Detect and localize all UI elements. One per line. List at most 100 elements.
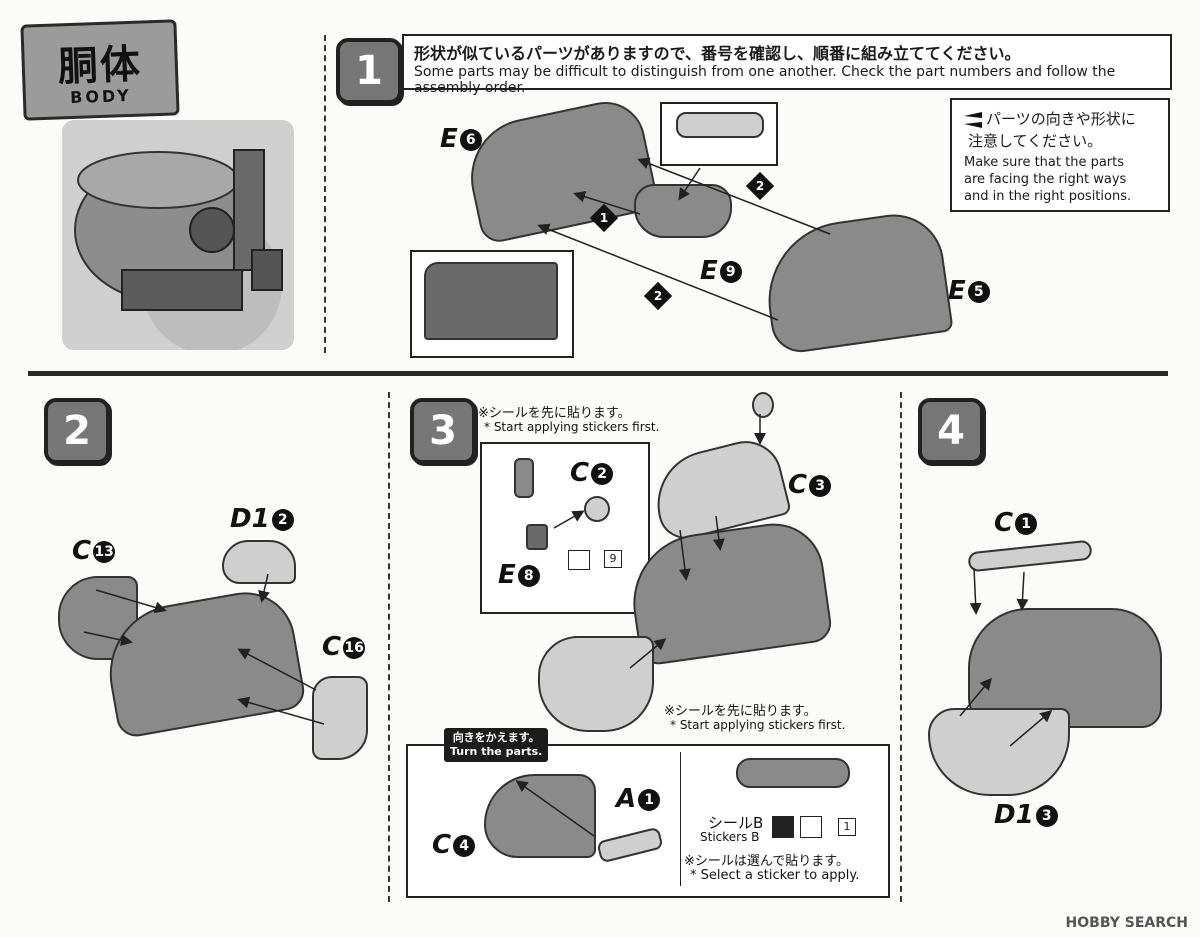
part-c3-peg [752,392,774,418]
arrow-e8 [553,510,585,529]
part-letter-e9: E [700,256,718,286]
arrow-c13-b [83,631,133,646]
step-3-sticker-inset [480,442,650,614]
orientation-note-jp-1: パーツの向きや形状に [986,110,1136,128]
part-c2-sticker-piece [514,458,534,498]
part-number-a1: 1 [638,788,661,811]
part-number-d1-2: 2 [271,508,294,531]
arrow-c16-b [237,696,325,725]
step-1-instruction-en: Some parts may be difficult to distingui… [414,64,1116,96]
step-1-badge: 1 [336,38,402,104]
part-letter-c1: C [994,508,1014,538]
step-3-sticker-note-jp: ※シールを先に貼ります。 [478,406,631,421]
orientation-note-en-1: Make sure that the parts [964,155,1125,170]
step-1-instruction-jp: 形状が似ているパーツがありますので、番号を確認し、順番に組み立ててください。 [414,44,1021,63]
alert-mark-icon [964,112,982,128]
sticker-number-9-box: 9 [604,550,622,568]
orientation-note-en-2: are facing the right ways [964,172,1127,187]
divider-vertical-2-3 [388,392,390,902]
part-letter-e6: E [440,124,458,154]
part-number-c2: 2 [591,462,614,485]
sticker-swatch-9 [568,550,590,570]
step-3-sticker-note2-en: * Start applying stickers first. [670,718,846,732]
turn-inset-divider [680,752,681,886]
part-letter-d1-3: D1 [994,800,1034,830]
step3-face-cover [538,636,654,732]
sticker-b-en: Stickers B [700,830,760,844]
part-d1-2-shape [222,540,296,584]
part-c4-shape [484,774,596,858]
arrow-e9-to-e6 [573,190,641,215]
part-letter-c16: C [322,632,342,662]
step-4-badge: 4 [918,398,984,464]
orientation-note-en-3: and in the right positions. [964,189,1132,204]
arrow-e5-to-e6-top [637,157,831,235]
arrow-d1-3-b [1009,710,1053,747]
sticker-number-1-box: 1 [838,818,856,836]
part-letter-e5: E [948,276,966,306]
part-number-e6: 6 [459,128,482,151]
part-number-e8: 8 [517,564,540,587]
arrow-c1-a [969,567,982,615]
step-3-sticker-note2-jp: ※シールを先に貼ります。 [664,704,817,719]
turn-parts-jp: 向きをかえます。 [452,731,540,744]
completed-body-illustration [62,120,294,355]
turn-parts-en: Turn the parts. [450,745,543,758]
watermark: HOBBY SEARCH [1065,915,1188,931]
part-letter-d1-2: D1 [230,504,270,534]
sticker-select-jp: ※シールは選んで貼ります。 [684,854,849,869]
arrow-inset-to-e9 [678,167,701,201]
arrow-c1-b [1016,571,1029,611]
sticker-swatch-b1 [772,816,794,838]
step-2-badge: 2 [44,398,110,464]
step-3-badge: 3 [410,398,476,464]
arrow-d1-2 [258,573,270,603]
part-number-c13: 13 [93,540,116,563]
part-number-e9: 9 [719,260,742,283]
turn-parts-tag: 向きをかえます。 Turn the parts. [444,728,549,762]
step-3-sticker-note-en: * Start applying stickers first. [484,420,660,434]
divider-vertical-3-4 [900,392,902,902]
sticker-swatch-b2 [800,816,822,838]
arrow-c16-a [237,648,317,691]
arrow-c3-canopy-a [678,529,691,581]
part-letter-c4: C [432,830,452,860]
divider-horizontal [28,371,1168,376]
part-letter-e8: E [498,560,516,590]
part-number-c3: 3 [809,474,832,497]
part-number-c4: 4 [453,834,476,857]
part-c2-ring [584,496,610,522]
arrow-face-cover [629,638,667,669]
part-letter-a1: A [616,784,637,814]
arrow-e5-to-e6-bottom [537,223,779,321]
part-letter-c13: C [72,536,92,566]
part-d1-3-shell [928,708,1070,796]
step-1-instruction-box: 形状が似ているパーツがありますので、番号を確認し、順番に組み立ててください。 S… [402,34,1172,96]
arrow-c3-canopy-b [712,515,725,551]
part-letter-c3: C [788,470,808,500]
sticker-select-en: * Select a sticker to apply. [690,868,860,883]
orientation-note-en: Make sure that the parts are facing the … [964,154,1131,205]
part-number-e5: 5 [967,280,990,303]
part-number-c1: 1 [1015,512,1038,535]
arrow-a1-c4 [515,780,595,837]
part-number-d1-3: 3 [1035,804,1058,827]
part-e9-hook-detail [676,112,764,138]
part-e6-back-view [424,262,558,340]
part-a1-sticker-preview [736,758,850,788]
arrow-d1-3-a [959,677,992,717]
body-model-image [74,149,283,355]
